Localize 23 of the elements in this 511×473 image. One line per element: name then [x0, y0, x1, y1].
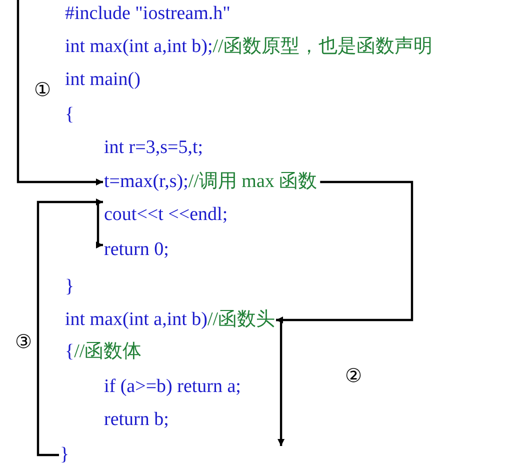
code-comment: //函数原型，也是函数声明 [212, 36, 432, 57]
code-text: if (a>=b) return a; [104, 376, 241, 397]
code-text: return b; [104, 409, 169, 430]
flow-arrow [276, 318, 285, 446]
flow-arrow [96, 202, 103, 248]
code-text: t=max(r,s); [104, 171, 188, 192]
code-comment: //函数头 [207, 309, 276, 330]
flow-arrow [36, 198, 103, 456]
flow-arrow [276, 180, 414, 324]
code-text: int r=3,s=5,t; [104, 137, 204, 158]
code-text: } [60, 444, 70, 465]
code-text: { [65, 104, 74, 125]
code-text: int max(int a,int b); [65, 36, 213, 57]
flow-arrow [16, 0, 103, 186]
code-comment: //函数体 [74, 341, 142, 362]
code-text: int max(int a,int b) [65, 309, 208, 330]
code-text: cout<<t <<endl; [104, 204, 228, 225]
code-text: { [65, 341, 74, 362]
code-text: } [65, 276, 74, 297]
code-text: int main() [65, 69, 140, 90]
code-comment: //调用 max 函数 [188, 171, 318, 192]
code-text: #include "iostream.h" [65, 3, 230, 24]
code-text: return 0; [104, 239, 169, 260]
